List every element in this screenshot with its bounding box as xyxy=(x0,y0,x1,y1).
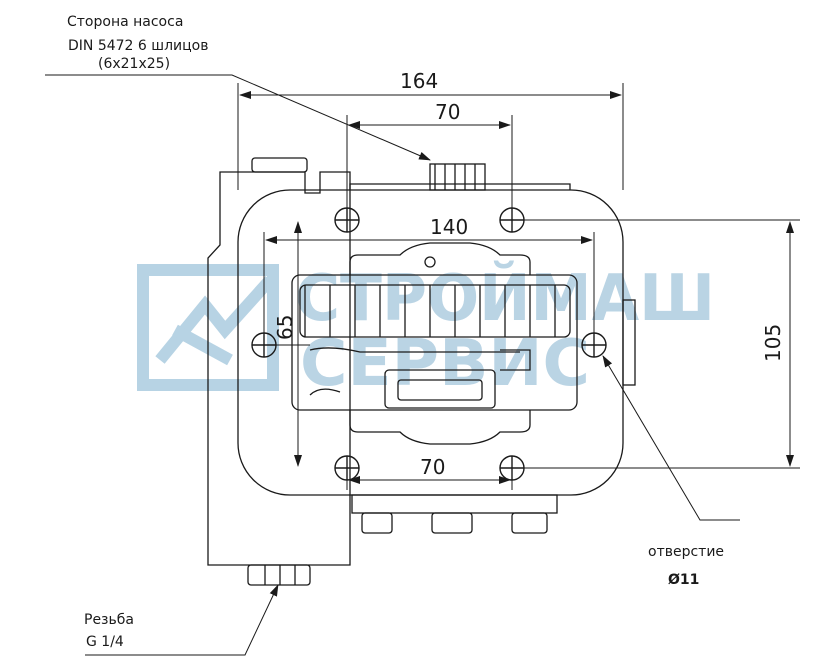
dim-65: 65 xyxy=(273,315,297,340)
dim-140: 140 xyxy=(430,215,468,239)
hole-right xyxy=(581,332,607,358)
leader-thread xyxy=(85,584,279,656)
top-strip xyxy=(349,183,571,190)
leader-hole xyxy=(602,355,740,521)
housing xyxy=(207,157,636,566)
watermark-line2: СЕРВИС xyxy=(300,327,590,401)
inner-frame xyxy=(291,274,578,411)
pump-side-line1: Сторона насоса xyxy=(67,14,183,30)
dim-70-bottom: 70 xyxy=(420,455,445,479)
leader-lines xyxy=(45,74,740,656)
bottom-fittings xyxy=(247,564,311,586)
lower-fork xyxy=(349,410,531,445)
left-body-outline xyxy=(207,171,351,566)
dim-164: 164 xyxy=(400,69,438,93)
hole-bottom-left xyxy=(334,455,360,481)
thread-line1: Резьба xyxy=(84,612,134,628)
hole-line1: отверстие xyxy=(648,544,724,560)
dim-70-top: 70 xyxy=(435,100,460,124)
dimension-labels: 164 70 140 70 105 65 xyxy=(273,69,785,479)
bottom-strip xyxy=(351,494,558,514)
thread-line2: G 1/4 xyxy=(86,634,124,650)
dimension-lines xyxy=(237,83,800,490)
hole-top-right xyxy=(499,207,525,233)
hole-bottom-right xyxy=(499,455,525,481)
leader-pump-side xyxy=(45,74,431,161)
pump-side-line2: DIN 5472 6 шлицов xyxy=(68,38,208,54)
callout-labels: Сторона насоса DIN 5472 6 шлицов (6x21x2… xyxy=(67,14,724,650)
pump-side-line3: (6x21x25) xyxy=(98,56,170,72)
dim-105: 105 xyxy=(761,324,785,362)
hole-line2: Ø11 xyxy=(668,572,699,588)
top-cap xyxy=(251,157,308,173)
hole-top-left xyxy=(334,207,360,233)
